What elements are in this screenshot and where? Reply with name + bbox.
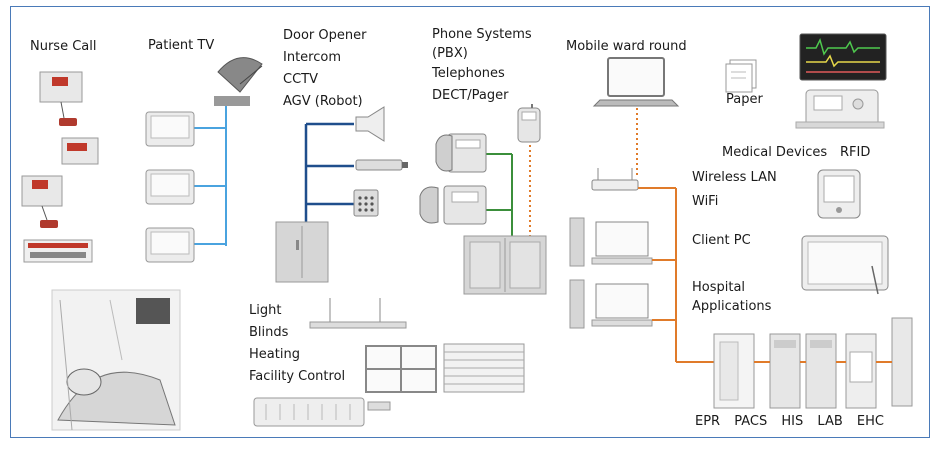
paper-label: Paper — [726, 92, 763, 107]
laptop-icon — [592, 57, 680, 107]
facility-block-line: Light — [249, 303, 282, 318]
hospital-applications-line: Hospital — [692, 280, 746, 295]
router-icon — [591, 168, 639, 191]
phone-block-line: DECT/Pager — [432, 88, 509, 103]
door-block-line: Intercom — [283, 50, 341, 65]
facility-control-block: Light Blinds Heating Facility Control — [249, 300, 345, 388]
door-block-line: Door Opener — [283, 28, 367, 43]
paper-icon — [725, 59, 757, 93]
mobile-ward-round-label: Mobile ward round — [566, 39, 687, 54]
speaker-icon — [355, 106, 385, 142]
system-label-lab: LAB — [817, 414, 843, 429]
phone-block-line: (PBX) — [432, 46, 468, 61]
medical-device-icon — [795, 89, 885, 129]
system-labels: EPR PACS HIS LAB EHC — [695, 414, 894, 429]
camera-icon — [355, 159, 408, 171]
door-block-line: CCTV — [283, 72, 318, 87]
facility-block-line: Blinds — [249, 325, 289, 340]
network-link-lines — [638, 187, 714, 363]
hospital-applications-block: Hospital Applications — [692, 278, 771, 316]
system-label-epr: EPR — [695, 414, 721, 429]
system-label-pacs: PACS — [734, 414, 768, 429]
tv-icon — [145, 111, 195, 263]
nurse-call-panel-icon — [21, 71, 99, 263]
patient-sketch-icon — [51, 289, 181, 431]
system-label-his: HIS — [781, 414, 804, 429]
server-rack-icon — [713, 317, 913, 409]
facility-block-line: Facility Control — [249, 369, 346, 384]
door-link-lines — [304, 122, 354, 222]
light-fixture-icon — [309, 298, 407, 329]
desktop-pc-icon — [569, 217, 653, 329]
rfid-reader-icon — [817, 169, 861, 219]
satellite-dish-icon — [214, 57, 263, 106]
pbx-rack-icon — [463, 235, 547, 295]
nurse-call-label: Nurse Call — [30, 39, 97, 54]
door-opener-block: Door Opener Intercom CCTV AGV (Robot) — [283, 25, 366, 113]
blinds-icon — [443, 343, 525, 393]
phone-systems-block: Phone Systems (PBX) Telephones DECT/Page… — [432, 25, 532, 107]
facility-block-line: Heating — [249, 347, 300, 362]
phone-link-lines — [486, 153, 513, 236]
system-label-ehc: EHC — [856, 414, 884, 429]
patient-tv-label: Patient TV — [148, 38, 215, 53]
tablet-icon — [801, 235, 889, 295]
medical-devices-label: Medical Devices — [722, 145, 828, 160]
tv-link-lines — [194, 106, 227, 246]
desk-phone-icon — [419, 133, 487, 225]
hospital-applications-line: Applications — [692, 299, 772, 314]
wifi-label: WiFi — [692, 194, 719, 209]
cabinet-icon — [275, 221, 329, 283]
phone-block-line: Phone Systems — [432, 27, 532, 42]
radiator-icon — [253, 397, 391, 427]
window-icon — [365, 345, 437, 393]
keypad-icon — [353, 189, 379, 217]
wireless-lan-label: Wireless LAN — [692, 170, 777, 185]
rfid-label: RFID — [840, 145, 871, 160]
door-block-line: AGV (Robot) — [283, 94, 363, 109]
monitor-icon — [799, 33, 887, 81]
phone-block-line: Telephones — [432, 66, 505, 81]
dect-phone-icon — [517, 104, 541, 143]
client-pc-label: Client PC — [692, 233, 751, 248]
